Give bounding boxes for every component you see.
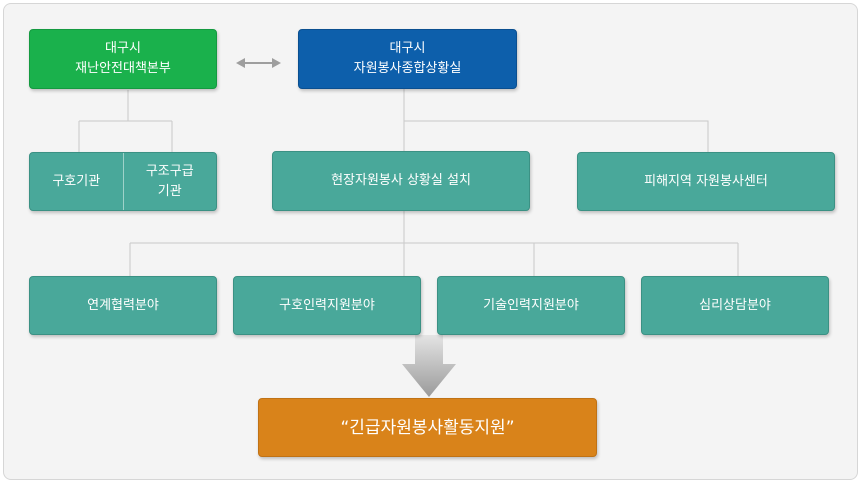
disaster-hq-line2: 재난안전대책본부 — [75, 61, 171, 76]
connector-disaster-to-agencies — [78, 90, 173, 152]
disaster-area-center-box: 피해지역 자원봉사센터 — [577, 152, 835, 211]
agencies-divider — [122, 153, 124, 210]
onsite-center-box: 현장자원봉사 상황실 설치 — [272, 151, 530, 211]
disaster-area-center-label: 피해지역 자원봉사센터 — [644, 173, 768, 189]
rescue-agency-label: 구호기관 — [52, 173, 101, 189]
double-arrow-icon — [236, 58, 281, 68]
field-label: 연계협력분야 — [87, 297, 159, 313]
field-label: 심리상담분야 — [699, 297, 771, 313]
field-label: 기술인력지원분야 — [483, 297, 579, 313]
onsite-center-label: 현장자원봉사 상황실 설치 — [331, 173, 471, 188]
field-cooperation-box: 연계협력분야 — [29, 276, 217, 335]
disaster-hq-box: 대구시 재난안전대책본부 — [29, 29, 217, 89]
rescue-agency: 구호기관 — [30, 153, 123, 210]
disaster-hq-line1: 대구시 — [105, 41, 141, 56]
result-box: “긴급자원봉사활동지원” — [258, 398, 597, 457]
volunteer-hq-box: 대구시 자원봉사종합상황실 — [298, 29, 517, 89]
relief-agency-line1: 구조구급 — [145, 163, 194, 179]
result-label: “긴급자원봉사활동지원” — [340, 417, 515, 438]
volunteer-hq-line1: 대구시 — [389, 41, 426, 56]
volunteer-hq-line2: 자원봉사종합상황실 — [353, 61, 462, 76]
field-counseling-box: 심리상담분야 — [641, 276, 829, 335]
field-relief-staff-box: 구호인력지원분야 — [233, 276, 421, 335]
connector-volunteer-to-centers — [403, 89, 709, 152]
down-arrow-icon — [402, 335, 456, 397]
relief-agency-line2: 기관 — [157, 183, 182, 199]
relief-agency: 구조구급 기관 — [124, 153, 217, 210]
agencies-box: 구호기관 구조구급 기관 — [29, 152, 217, 211]
field-label: 구호인력지원분야 — [279, 297, 375, 313]
field-technical-staff-box: 기술인력지원분야 — [437, 276, 625, 335]
connector-onsite-to-fields — [129, 211, 739, 276]
